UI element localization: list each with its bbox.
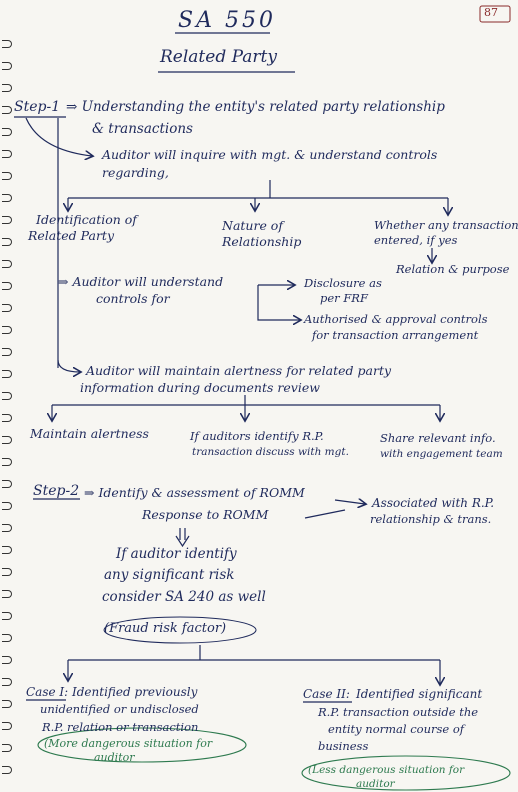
case2-text-3: entity normal course of xyxy=(328,722,465,736)
relation-purpose-text: Relation & purpose xyxy=(396,262,510,276)
case1-label: Case I: xyxy=(26,685,69,699)
step1-heading: ⇒ Understanding the entity's related par… xyxy=(66,99,445,115)
case2-note: (Less dangerous situation for xyxy=(308,764,465,776)
inquire-text-cont: regarding, xyxy=(102,165,169,180)
case2-note-cont: auditor xyxy=(356,778,395,790)
alert-text: Auditor will maintain alertness for rela… xyxy=(86,363,392,378)
identification-text: Identification of xyxy=(36,212,137,227)
step1-heading-cont: & transactions xyxy=(92,121,193,137)
case1-note: (More dangerous situation for xyxy=(44,737,213,750)
significant-risk-text-3: consider SA 240 as well xyxy=(102,589,266,605)
disclosure-text-cont: per FRF xyxy=(320,291,368,305)
associated-text: Associated with R.P. xyxy=(372,496,495,510)
significant-risk-text-2: any significant risk xyxy=(104,567,235,583)
identify-rp-text: If auditors identify R.P. xyxy=(190,429,324,443)
controls-text-cont: controls for xyxy=(96,291,170,306)
case2-text: Identified significant xyxy=(356,687,483,701)
whether-text: Whether any transaction xyxy=(374,218,518,232)
case1-text-3: R.P. relation or transaction xyxy=(42,720,199,734)
step2-label: Step-2 xyxy=(33,483,80,499)
associated-text-cont: relationship & trans. xyxy=(370,512,492,526)
share-info-text: Share relevant info. xyxy=(380,431,496,445)
case2-text-2: R.P. transaction outside the xyxy=(318,705,479,719)
share-info-text-cont: with engagement team xyxy=(380,448,503,460)
inquire-text: Auditor will inquire with mgt. & underst… xyxy=(102,147,438,162)
identify-rp-text-cont: transaction discuss with mgt. xyxy=(192,446,349,458)
nature-text: Nature of xyxy=(222,218,283,233)
significant-risk-text: If auditor identify xyxy=(116,546,237,562)
identification-text-cont: Related Party xyxy=(28,228,115,243)
step1-label: Step-1 xyxy=(14,99,61,115)
disclosure-text: Disclosure as xyxy=(304,276,382,290)
nature-text-cont: Relationship xyxy=(222,234,302,249)
authorised-text-cont: for transaction arrangement xyxy=(312,328,479,342)
controls-text: ⇒ Auditor will understand xyxy=(58,274,224,289)
case1-text-2: unidentified or undisclosed xyxy=(40,702,199,716)
whether-text-cont: entered, if yes xyxy=(374,233,458,247)
case2-label: Case II: xyxy=(303,687,350,701)
fraud-risk-text: (Fraud risk factor) xyxy=(104,621,227,636)
case1-text: Identified previously xyxy=(72,685,198,699)
case2-text-4: business xyxy=(318,739,369,753)
step2-identify-text: ⇒ Identify & assessment of ROMM xyxy=(84,485,305,500)
page-subtitle: Related Party xyxy=(160,47,277,67)
alert-text-cont: information during documents review xyxy=(80,380,320,395)
page-title: SA 550 xyxy=(178,8,276,33)
case1-note-cont: auditor xyxy=(94,751,135,764)
authorised-text: Authorised & approval controls xyxy=(304,312,488,326)
step2-response-text: Response to ROMM xyxy=(142,507,269,522)
maintain-alertness-text: Maintain alertness xyxy=(30,426,149,441)
page-number: 87 xyxy=(484,6,498,19)
